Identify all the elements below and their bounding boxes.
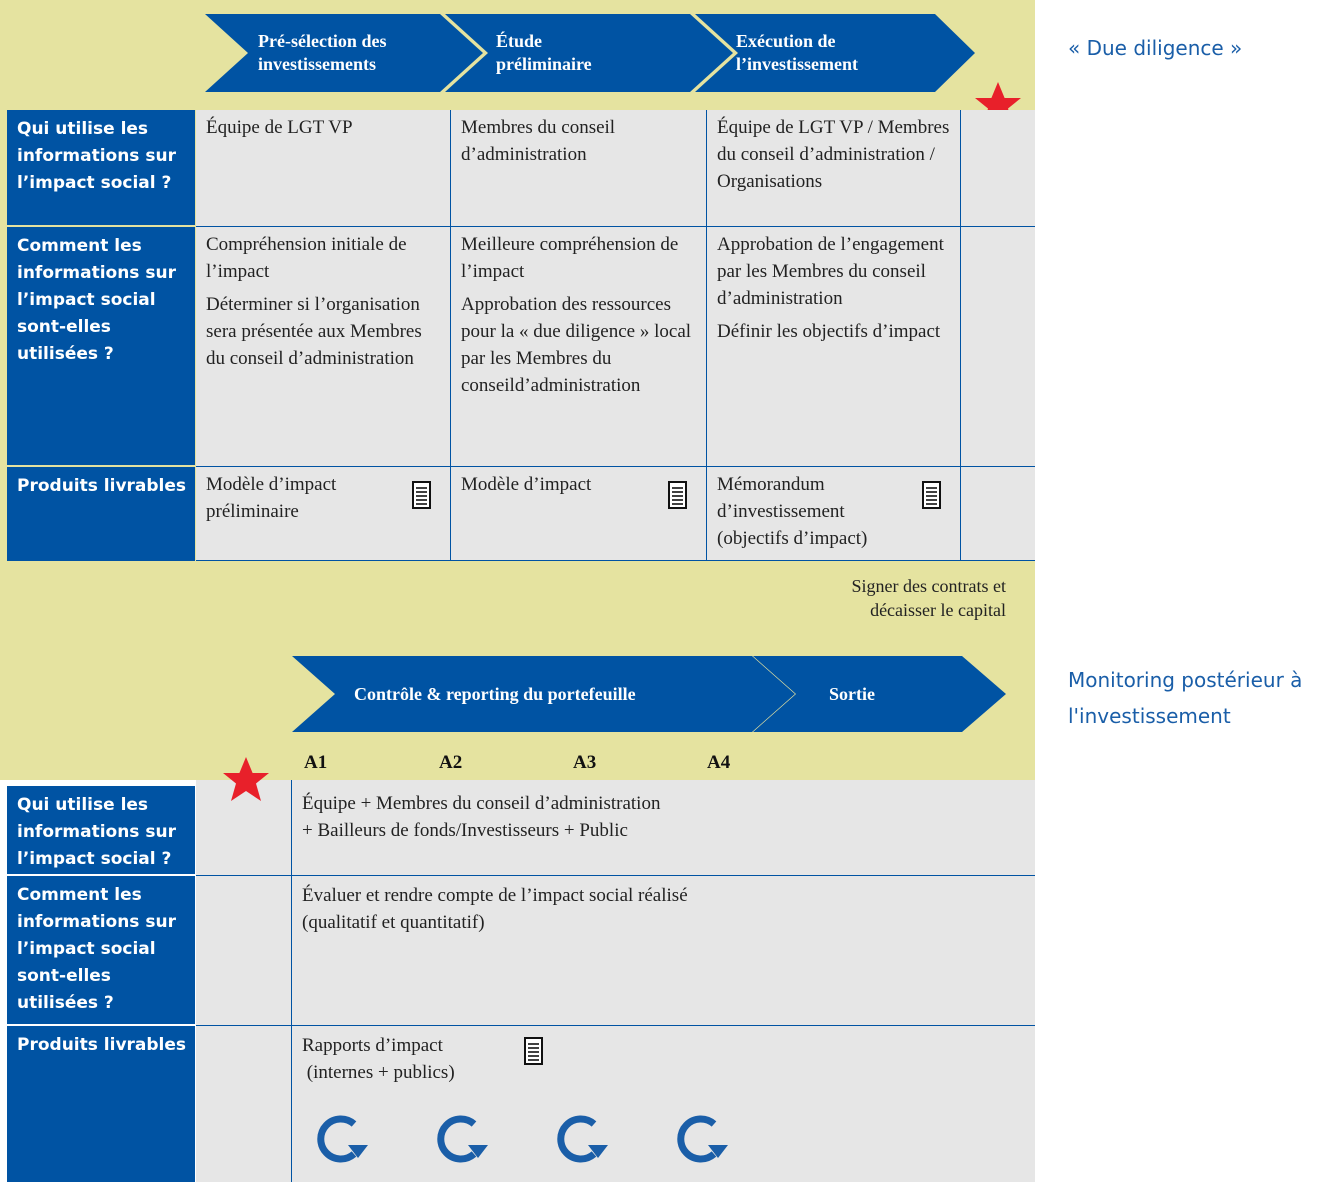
year-label-a2: A2	[439, 752, 463, 773]
year-label-a3: A3	[573, 752, 597, 773]
year-label-a4: A4	[707, 752, 731, 773]
chevron-execution	[695, 14, 975, 92]
document-icon	[412, 481, 431, 509]
how-cell-extra	[961, 227, 1035, 467]
who-cell-monitoring: Équipe + Membres du conseil d’administra…	[292, 780, 1035, 876]
refresh-cycle-icon	[437, 1115, 488, 1163]
row-header-deliverables: Produits livrables	[7, 1026, 195, 1182]
who-cell-extra	[961, 110, 1035, 227]
refresh-cycle-icon	[317, 1115, 368, 1163]
document-icon	[524, 1037, 543, 1065]
deliverable-cell-preselection: Modèle d’impact préliminaire	[196, 467, 451, 561]
monitoring-empty-cell	[196, 876, 292, 1026]
document-icon	[668, 481, 687, 509]
row-header-who: Qui utilise les informations sur l’impac…	[7, 786, 195, 874]
chevron-controle	[292, 656, 795, 732]
phase-label-controle: Contrôle & reporting du portefeuille	[354, 684, 636, 704]
phase-chevrons-top	[205, 14, 975, 92]
row-header-how: Comment les informations sur l’impact so…	[7, 227, 195, 465]
who-cell-preselection: Équipe de LGT VP	[196, 110, 451, 227]
deliverable-cell-etude: Modèle d’impact	[451, 467, 707, 561]
who-cell-execution: Équipe de LGT VP / Membres du conseil d’…	[707, 110, 961, 227]
who-cell-etude: Membres du conseil d’administration	[451, 110, 707, 227]
how-cell-execution: Approbation de l’engagement par les Memb…	[707, 227, 961, 467]
chevron-preselection	[205, 14, 483, 92]
monitoring-empty-cell	[196, 780, 292, 876]
refresh-cycle-icon	[677, 1115, 728, 1163]
phase-chevrons-bottom	[292, 656, 1006, 732]
chevron-etude	[445, 14, 733, 92]
document-icon	[922, 481, 941, 509]
row-header-how: Comment les informations sur l’impact so…	[7, 876, 195, 1024]
row-header-who: Qui utilise les informations sur l’impac…	[7, 110, 195, 225]
deliverable-cell-execution: Mémorandum d’investissement (objectifs d…	[707, 467, 961, 561]
year-label-a1: A1	[304, 752, 328, 773]
row-header-deliverables: Produits livrables	[7, 467, 195, 561]
monitoring-empty-cell	[196, 1026, 292, 1182]
how-cell-monitoring: Évaluer et rendre compte de l’impact soc…	[292, 876, 1035, 1026]
chevron-sortie	[753, 656, 1006, 732]
refresh-cycle-icon	[557, 1115, 608, 1163]
star-icon	[223, 757, 269, 801]
section-title-due-diligence: « Due diligence »	[1068, 36, 1243, 60]
deliverable-cell-extra	[961, 467, 1035, 561]
phase-label-sortie: Sortie	[829, 684, 875, 704]
deliverable-cell-monitoring: Rapports d’impact (internes + publics)	[292, 1026, 1035, 1182]
